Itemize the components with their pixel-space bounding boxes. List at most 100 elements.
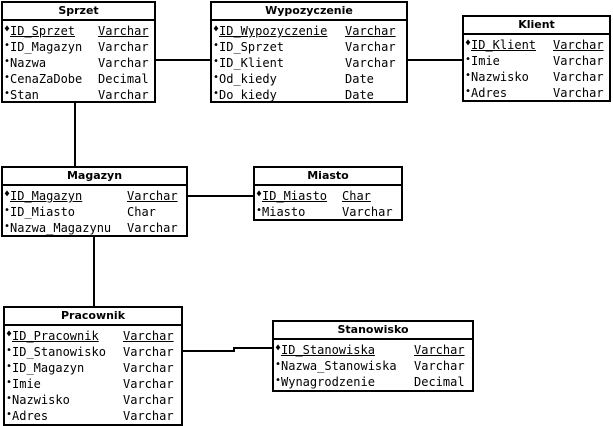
field-name: ID_Magazyn xyxy=(10,40,83,54)
table-title: Wypozyczenie xyxy=(212,3,406,21)
field-type: Decimal xyxy=(414,375,465,389)
field-bullet-icon: • xyxy=(4,72,11,83)
field-type: Decimal xyxy=(98,72,149,86)
field-name: ID_Stanowisko xyxy=(12,345,106,359)
key-icon: ♦ xyxy=(256,189,263,200)
field-type: Date xyxy=(345,72,374,86)
field-type: Char xyxy=(127,205,156,219)
field-type: Varchar xyxy=(123,361,174,375)
field-name: CenaZaDobe xyxy=(10,72,83,86)
field-bullet-icon: • xyxy=(4,205,11,216)
field-bullet-icon: • xyxy=(6,409,13,420)
field-name: ID_Magazyn xyxy=(12,361,85,375)
field-type: Varchar xyxy=(342,205,393,219)
field-bullet-icon: • xyxy=(4,40,11,51)
relation-pracownik-stanowisko xyxy=(182,347,273,352)
field-name: Nazwa_Magazynu xyxy=(10,221,112,235)
table-title: Miasto xyxy=(255,168,401,186)
key-icon: ♦ xyxy=(4,189,11,200)
field-name: Imie xyxy=(471,54,500,68)
primary-key-row: ♦ID_Sprzet Varchar xyxy=(3,23,154,39)
field-type: Varchar xyxy=(553,54,604,68)
field-bullet-icon: • xyxy=(4,88,11,99)
field-name: ID_Sprzet xyxy=(10,24,76,38)
field-name: Wynagrodzenie xyxy=(281,375,375,389)
field-type: Varchar xyxy=(553,38,604,52)
field-name: Nazwisko xyxy=(12,393,70,407)
key-icon: ♦ xyxy=(275,343,282,354)
field-row: •ID_Magazyn Varchar xyxy=(3,39,154,55)
field-type: Varchar xyxy=(127,221,178,235)
table-title: Magazyn xyxy=(3,168,186,186)
field-bullet-icon: • xyxy=(213,56,220,67)
field-name: Imie xyxy=(12,377,41,391)
field-bullet-icon: • xyxy=(213,88,220,99)
field-name: Nazwisko xyxy=(471,70,529,84)
key-icon: ♦ xyxy=(4,24,11,35)
field-bullet-icon: • xyxy=(6,345,13,356)
field-row: •Miasto Varchar xyxy=(255,204,401,220)
field-bullet-icon: • xyxy=(465,86,472,97)
field-row: •ID_Klient Varchar xyxy=(212,55,406,71)
table-title: Pracownik xyxy=(5,308,181,326)
table-title: Sprzet xyxy=(3,3,154,21)
field-type: Varchar xyxy=(123,345,174,359)
field-bullet-icon: • xyxy=(4,221,11,232)
field-name: Nazwa_Stanowiska xyxy=(281,359,397,373)
field-name: ID_Wypozyczenie xyxy=(219,24,328,38)
field-bullet-icon: • xyxy=(4,56,11,67)
key-icon: ♦ xyxy=(6,329,13,340)
field-name: ID_Klient xyxy=(471,38,537,52)
field-type: Varchar xyxy=(345,24,396,38)
table-title: Stanowisko xyxy=(274,322,472,340)
field-type: Varchar xyxy=(553,70,604,84)
field-type: Varchar xyxy=(98,56,149,70)
field-name: Od_kiedy xyxy=(219,72,277,86)
field-bullet-icon: • xyxy=(213,72,220,83)
field-name: ID_Stanowiska xyxy=(281,343,375,357)
field-type: Char xyxy=(342,189,371,203)
field-bullet-icon: • xyxy=(256,205,263,216)
field-type: Varchar xyxy=(123,393,174,407)
field-name: Nazwa xyxy=(10,56,47,70)
field-name: Miasto xyxy=(262,205,306,219)
field-type: Varchar xyxy=(345,56,396,70)
field-name: Adres xyxy=(471,86,508,100)
field-name: ID_Klient xyxy=(219,56,285,70)
field-row: •Nazwa_Magazynu Varchar xyxy=(3,220,186,236)
field-row: •Od_kiedy Date xyxy=(212,71,406,87)
field-bullet-icon: • xyxy=(213,40,220,51)
field-type: Varchar xyxy=(98,40,149,54)
field-name: ID_Sprzet xyxy=(219,40,285,54)
field-name: ID_Miasto xyxy=(10,205,76,219)
field-row: •ID_Miasto Char xyxy=(3,204,186,220)
field-bullet-icon: • xyxy=(275,375,282,386)
field-type: Varchar xyxy=(98,24,149,38)
field-name: Do_kiedy xyxy=(219,88,277,102)
field-bullet-icon: • xyxy=(6,377,13,388)
table-title: Klient xyxy=(464,17,609,35)
field-type: Varchar xyxy=(98,88,149,102)
